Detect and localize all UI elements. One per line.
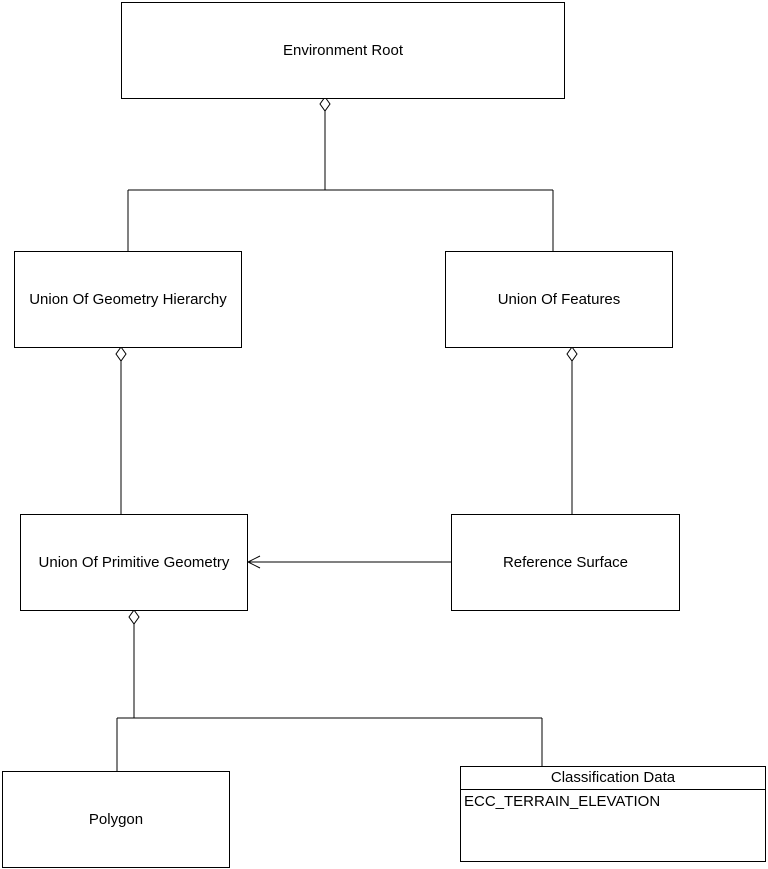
classification-data-attribute: ECC_TERRAIN_ELEVATION (464, 793, 661, 810)
classification-data-title: Classification Data (461, 767, 765, 790)
union-primitive-geometry-label: Union Of Primitive Geometry (38, 554, 230, 571)
union-primitive-geometry-box[interactable]: Union Of Primitive Geometry (20, 514, 248, 611)
aggregation-diamond-root (319, 96, 331, 112)
aggregation-diamond-primitive (128, 609, 140, 625)
union-features-box[interactable]: Union Of Features (445, 251, 673, 348)
environment-root-label: Environment Root (282, 42, 404, 59)
association-arrowhead (246, 555, 261, 569)
classification-data-box[interactable]: Classification Data ECC_TERRAIN_ELEVATIO… (460, 766, 766, 862)
reference-surface-label: Reference Surface (502, 554, 629, 571)
connector-root-to-children (127, 110, 554, 251)
aggregation-diamond-features (566, 346, 578, 362)
connector-primitive-to-children (116, 624, 543, 771)
reference-surface-box[interactable]: Reference Surface (451, 514, 680, 611)
union-geometry-hierarchy-label: Union Of Geometry Hierarchy (29, 291, 227, 308)
aggregation-diamond-hierarchy (115, 346, 127, 362)
polygon-box[interactable]: Polygon (2, 771, 230, 868)
environment-root-box[interactable]: Environment Root (121, 2, 565, 99)
polygon-label: Polygon (88, 811, 144, 828)
union-geometry-hierarchy-box[interactable]: Union Of Geometry Hierarchy (14, 251, 242, 348)
union-features-label: Union Of Features (497, 291, 621, 308)
